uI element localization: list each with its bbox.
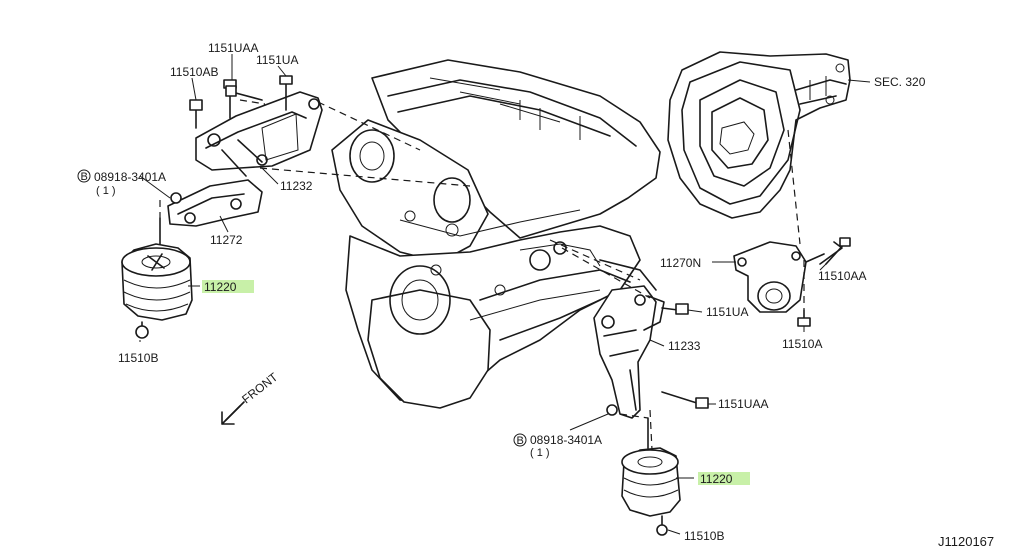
bolt-symbol-icon-left [77,169,91,183]
transmission-case [667,51,851,219]
label-11510aa: 11510AA [818,269,867,283]
label-sec320: SEC. 320 [874,75,926,89]
engine-mount-left [121,217,193,339]
bracket-11233 [593,285,665,419]
label-qty-left: ( 1 ) [96,185,116,197]
bolt-1151ua-right [661,303,689,315]
label-11272: 11272 [210,233,243,247]
engine-mount-bottom [621,417,681,536]
label-11220-left: 11220 [204,280,237,294]
highlight-11220-bottom [698,472,750,485]
nut-08918-bottom [606,404,618,416]
assembly-guide-lines [159,99,805,451]
label-1151uaa-bottom: 1151UAA [718,397,768,411]
label-1151ua-top: 1151UA [256,53,298,67]
front-arrow-icon [221,401,245,425]
bolt-1151ua-horizontal [225,85,263,101]
label-11510ab: 11510AB [170,65,219,79]
engine-block [331,59,661,409]
highlight-11220-left [202,280,254,293]
label-qty-bottom: ( 1 ) [530,447,550,459]
diagram-id: J1120167 [938,534,994,549]
bolt-1151uaa-bottom [661,391,709,409]
rear-mount-11270n [733,241,843,313]
label-front: FRONT [239,369,281,406]
label-1151ua-right: 1151UA [706,305,748,319]
label-11220-bottom: 11220 [700,472,733,486]
bolt-11510ab [189,99,203,129]
bracket-11272 [167,179,263,227]
bolt-symbol-left: B [81,171,88,183]
label-08918-bottom: 08918-3401A [530,433,602,447]
bolt-symbol-icon-bottom [513,433,527,447]
bracket-11232 [195,91,323,177]
bolt-11510aa [825,237,851,265]
leader-lines [139,54,871,535]
label-11510a: 11510A [782,337,822,351]
label-11510b-bottom: 11510B [684,529,724,543]
label-1151uaa-top: 1151UAA [208,41,258,55]
label-11233: 11233 [668,339,701,353]
label-11510b-left: 11510B [118,351,158,365]
label-11232: 11232 [280,179,313,193]
label-11270n: 11270N [660,256,701,270]
bolt-11510a [797,309,811,327]
bolt-symbol-bottom: B [517,435,524,447]
label-08918-left: 08918-3401A [94,170,166,184]
